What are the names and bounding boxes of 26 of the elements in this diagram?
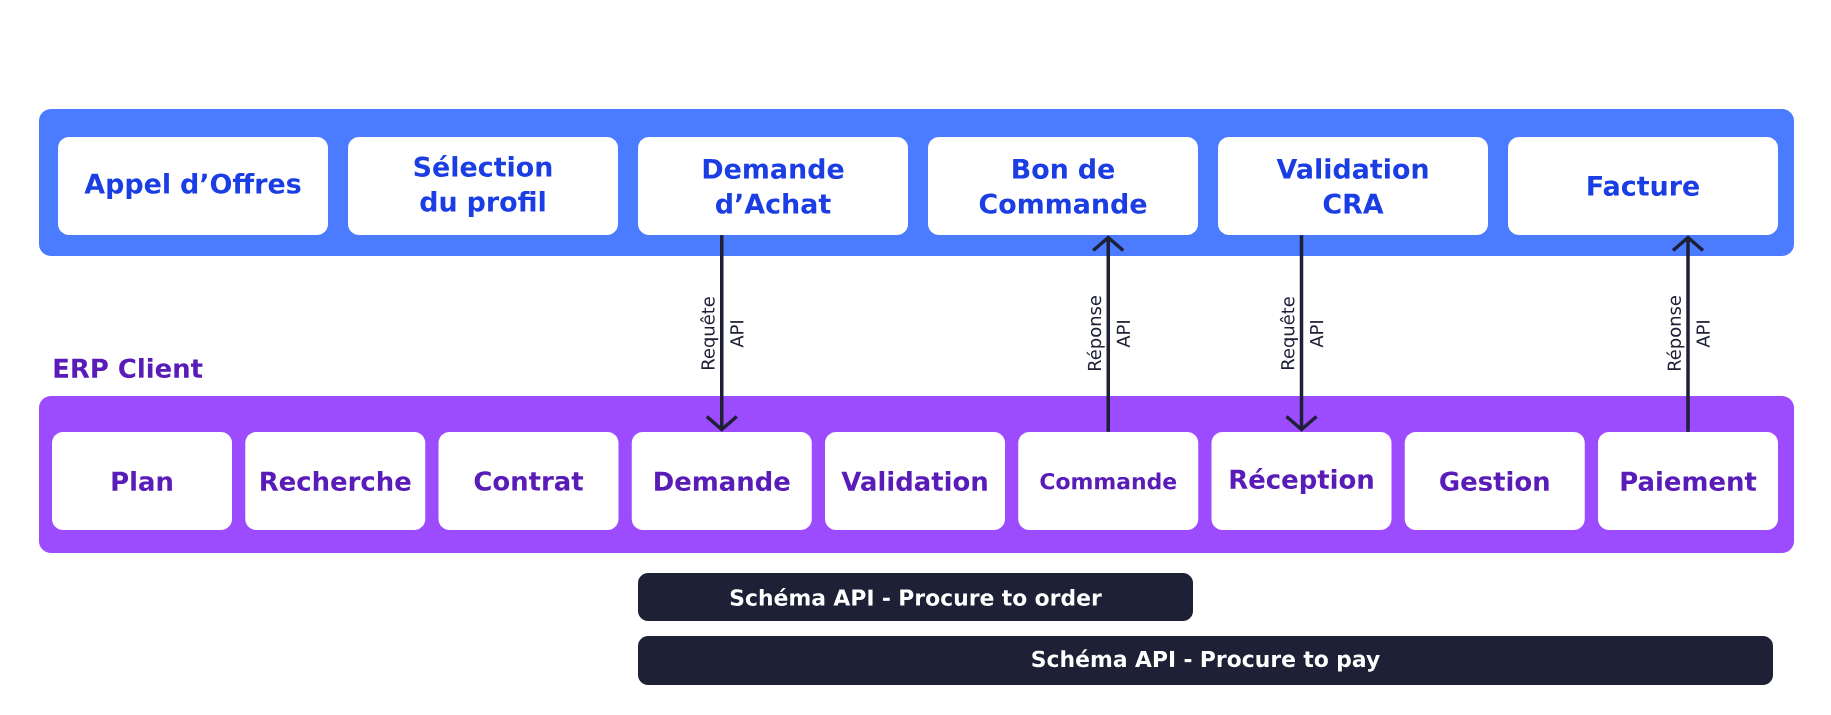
edge-label: Réponse API [1086, 296, 1130, 371]
process-box: Paiement [1598, 432, 1778, 530]
process-box: Validation CRA [1218, 137, 1488, 235]
process-box: Validation [825, 432, 1005, 530]
process-box: Gestion [1404, 432, 1585, 530]
edge-label: Réponse API [1666, 296, 1710, 371]
process-box: Bon de Commande [928, 137, 1198, 235]
arrow [705, 235, 738, 432]
banner: Schéma API - Procure to order [638, 573, 1193, 621]
process-box: Contrat [438, 432, 619, 530]
arrow [1671, 235, 1705, 432]
process-box: Sélection du profil [348, 137, 618, 235]
edge-label: Requête API [1279, 297, 1324, 369]
process-box: Plan [52, 432, 232, 530]
process-box: Commande [1018, 432, 1199, 530]
banner: Schéma API - Procure to pay [638, 636, 1773, 685]
process-box: Demande d’Achat [638, 137, 908, 235]
process-box: Facture [1508, 137, 1778, 235]
arrow [1285, 235, 1318, 432]
process-box: Appel d’Offres [58, 137, 328, 235]
process-box: Réception [1211, 432, 1392, 530]
arrow [1092, 235, 1125, 432]
edge-label: Requête API [700, 297, 744, 369]
panel-heading: ERP Client [54, 357, 203, 378]
process-box: Demande [631, 432, 812, 530]
process-box: Recherche [245, 432, 426, 530]
